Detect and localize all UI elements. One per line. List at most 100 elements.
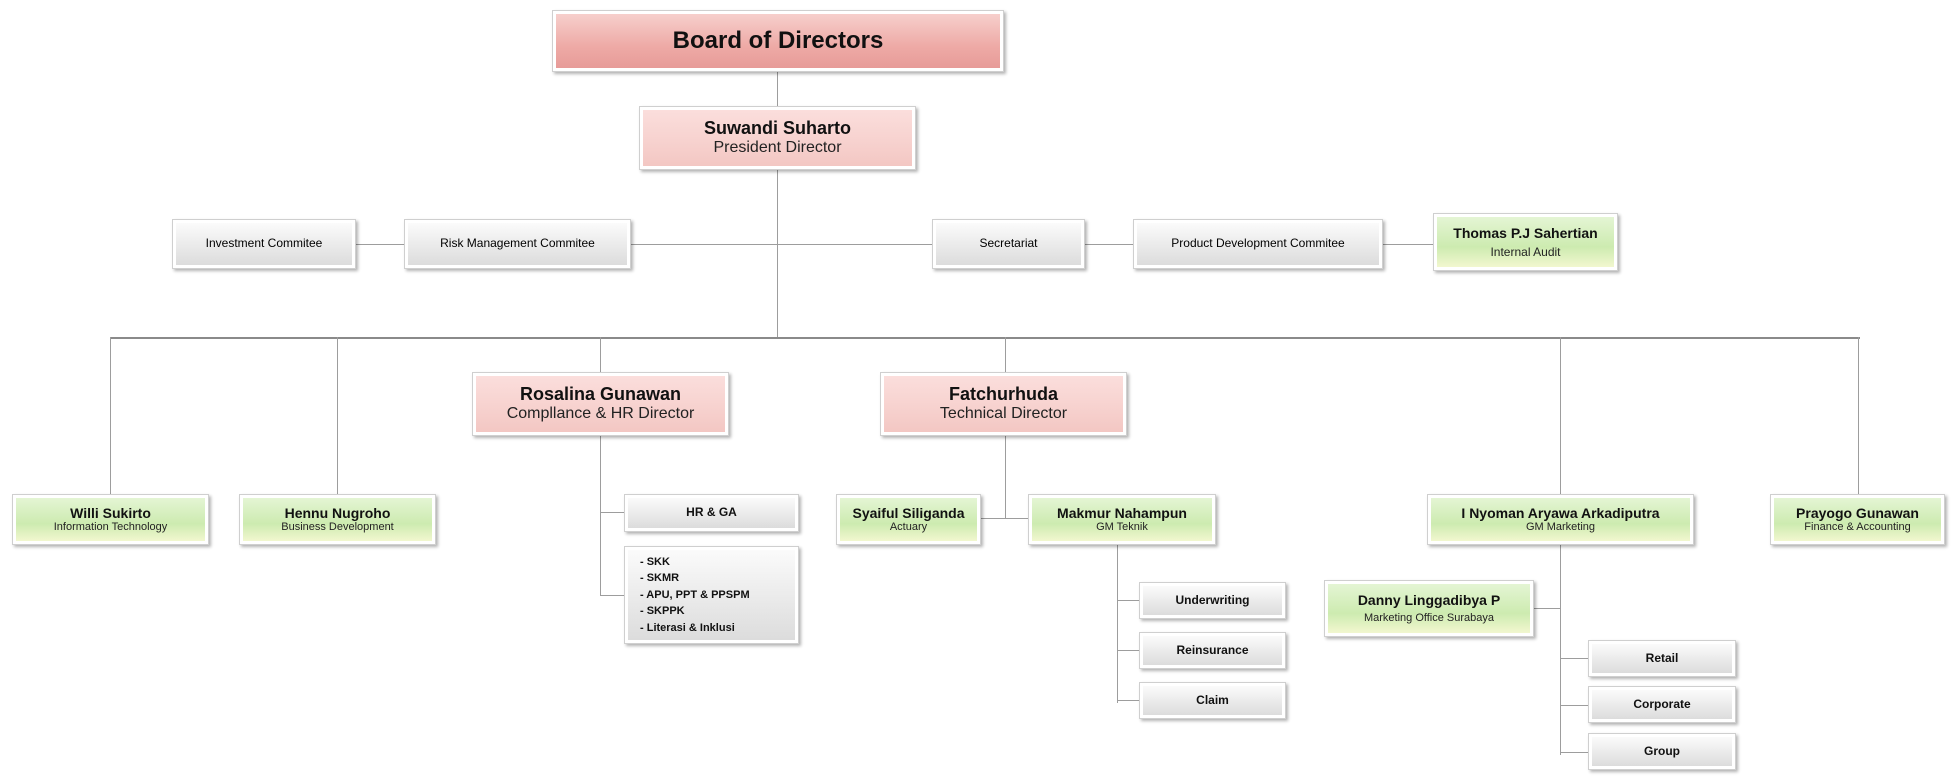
connector-drop-compliance-director [600, 337, 601, 372]
node-marketing-office-surabaya-inner: Danny Linggadibya P Marketing Office Sur… [1328, 584, 1530, 633]
node-gm-marketing-name: I Nyoman Aryawa Arkadiputra [1461, 505, 1660, 522]
node-compliance-hr-director-role: Compllance & HR Director [506, 405, 695, 423]
node-internal-audit-role: Internal Audit [1490, 244, 1561, 259]
compliance-unit-item: - Literasi & Inklusi [640, 621, 735, 634]
node-product-development-committee-label: Product Development Commitee [1171, 236, 1345, 251]
connector-gmmarketing-stem [1560, 545, 1561, 755]
connector-drop-gm-marketing [1560, 337, 1561, 494]
node-risk-management-committee-inner: Risk Management Commitee [408, 223, 627, 265]
node-finance-accounting-inner: Prayogo Gunawan Finance & Accounting [1774, 498, 1941, 541]
node-information-technology[interactable]: Willi Sukirto Information Technology [12, 494, 209, 545]
node-actuary-name: Syaiful Siliganda [852, 505, 965, 522]
node-gm-marketing-inner: I Nyoman Aryawa Arkadiputra GM Marketing [1431, 498, 1690, 541]
node-compliance-units[interactable]: - SKK - SKMR - APU, PPT & PPSPM - SKPPK … [624, 546, 799, 644]
node-hr-ga-label: HR & GA [686, 505, 737, 520]
connector-technical-bar [940, 518, 1070, 519]
connector-gmteknik-to-claim [1117, 700, 1145, 701]
node-product-development-committee[interactable]: Product Development Commitee [1133, 219, 1383, 269]
node-retail[interactable]: Retail [1588, 640, 1736, 677]
node-finance-accounting[interactable]: Prayogo Gunawan Finance & Accounting [1770, 494, 1945, 545]
node-board-of-directors-name: Board of Directors [672, 27, 884, 55]
node-business-development-name: Hennu Nugroho [284, 505, 391, 522]
node-gm-teknik-role: GM Teknik [1096, 521, 1148, 534]
node-group-label: Group [1644, 743, 1680, 758]
node-corporate[interactable]: Corporate [1588, 686, 1736, 723]
node-gm-teknik[interactable]: Makmur Nahampun GM Teknik [1028, 494, 1216, 545]
connector-gmteknik-stem [1117, 545, 1118, 703]
connector-board-to-president [777, 72, 778, 106]
node-information-technology-role: Information Technology [53, 521, 168, 534]
node-actuary[interactable]: Syaiful Siliganda Actuary [836, 494, 981, 545]
connector-compliance-stem [600, 436, 601, 596]
connector-drop-technical-director [1005, 337, 1006, 372]
node-corporate-label: Corporate [1633, 696, 1691, 711]
node-information-technology-inner: Willi Sukirto Information Technology [16, 498, 205, 541]
connector-gmmarketing-to-group [1560, 752, 1588, 753]
node-president-director[interactable]: Suwandi Suharto President Director [639, 106, 916, 170]
node-internal-audit[interactable]: Thomas P.J Sahertian Internal Audit [1433, 213, 1618, 271]
node-risk-management-committee-label: Risk Management Commitee [440, 236, 595, 251]
connector-gmteknik-to-reinsurance [1117, 650, 1145, 651]
node-hr-ga-inner: HR & GA [628, 498, 795, 528]
node-investment-committee-label: Investment Commitee [205, 236, 323, 251]
node-secretariat[interactable]: Secretariat [932, 219, 1085, 269]
node-board-of-directors-inner: Board of Directors [556, 14, 1000, 68]
node-gm-marketing-role: GM Marketing [1525, 521, 1596, 534]
node-claim-label: Claim [1196, 692, 1229, 707]
connector-productdev-to-audit [1383, 244, 1433, 245]
node-compliance-units-inner: - SKK - SKMR - APU, PPT & PPSPM - SKPPK … [628, 550, 795, 640]
node-business-development[interactable]: Hennu Nugroho Business Development [239, 494, 436, 545]
connector-president-trunk [777, 170, 778, 338]
node-president-director-role: President Director [713, 139, 842, 157]
compliance-unit-item: - SKMR [640, 572, 680, 585]
node-compliance-hr-director-inner: Rosalina Gunawan Compllance & HR Directo… [476, 376, 725, 432]
node-underwriting-label: Underwriting [1175, 592, 1250, 607]
node-investment-committee[interactable]: Investment Commitee [172, 219, 356, 269]
node-underwriting[interactable]: Underwriting [1139, 582, 1286, 619]
node-business-development-inner: Hennu Nugroho Business Development [243, 498, 432, 541]
node-internal-audit-name: Thomas P.J Sahertian [1453, 224, 1598, 241]
compliance-unit-item: - SKK [640, 555, 670, 568]
connector-main-bus [110, 337, 1860, 339]
node-risk-management-committee[interactable]: Risk Management Commitee [404, 219, 631, 269]
node-group[interactable]: Group [1588, 733, 1736, 770]
node-reinsurance-inner: Reinsurance [1143, 636, 1282, 665]
connector-gmmarketing-to-retail [1560, 658, 1588, 659]
connector-committee-bar-right [777, 244, 1439, 245]
connector-gmmarketing-to-corporate [1560, 705, 1588, 706]
node-technical-director-name: Fatchurhuda [948, 384, 1058, 405]
node-reinsurance-label: Reinsurance [1176, 642, 1249, 657]
connector-drop-bizdev [337, 337, 338, 494]
connector-gmteknik-to-underwriting [1117, 600, 1145, 601]
node-secretariat-inner: Secretariat [936, 223, 1081, 265]
compliance-unit-item: - SKPPK [640, 605, 685, 618]
node-retail-inner: Retail [1592, 644, 1732, 673]
node-group-inner: Group [1592, 737, 1732, 766]
node-finance-accounting-role: Finance & Accounting [1804, 521, 1911, 534]
node-claim[interactable]: Claim [1139, 682, 1286, 719]
node-gm-marketing[interactable]: I Nyoman Aryawa Arkadiputra GM Marketing [1427, 494, 1694, 545]
node-information-technology-name: Willi Sukirto [70, 505, 151, 522]
node-compliance-hr-director-name: Rosalina Gunawan [519, 384, 682, 405]
node-compliance-hr-director[interactable]: Rosalina Gunawan Compllance & HR Directo… [472, 372, 729, 436]
node-underwriting-inner: Underwriting [1143, 586, 1282, 615]
node-actuary-role: Actuary [889, 521, 928, 534]
node-president-director-inner: Suwandi Suharto President Director [643, 110, 912, 166]
connector-drop-finance [1858, 337, 1859, 494]
node-marketing-office-surabaya[interactable]: Danny Linggadibya P Marketing Office Sur… [1324, 580, 1534, 637]
node-reinsurance[interactable]: Reinsurance [1139, 632, 1286, 669]
node-board-of-directors[interactable]: Board of Directors [552, 10, 1004, 72]
connector-compliance-to-units [600, 595, 625, 596]
node-technical-director-role: Technical Director [939, 405, 1068, 423]
node-technical-director[interactable]: Fatchurhuda Technical Director [880, 372, 1127, 436]
node-technical-director-inner: Fatchurhuda Technical Director [884, 376, 1123, 432]
connector-gmmarketing-to-surabaya [1533, 608, 1561, 609]
node-gm-teknik-inner: Makmur Nahampun GM Teknik [1032, 498, 1212, 541]
connector-compliance-to-hrga [600, 512, 625, 513]
node-product-development-committee-inner: Product Development Commitee [1137, 223, 1379, 265]
node-marketing-office-surabaya-name: Danny Linggadibya P [1357, 592, 1501, 609]
node-business-development-role: Business Development [281, 521, 394, 534]
node-hr-ga[interactable]: HR & GA [624, 494, 799, 532]
connector-technical-stem [1005, 436, 1006, 518]
